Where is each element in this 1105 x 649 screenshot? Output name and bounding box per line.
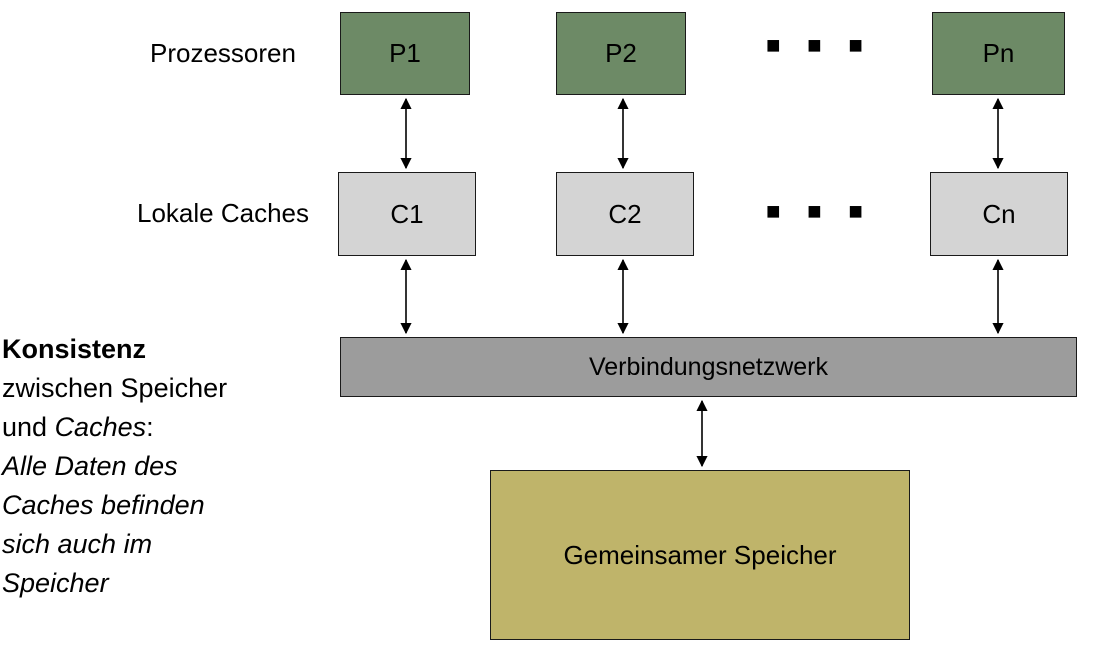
processor-box-pn: Pn: [932, 12, 1065, 95]
processor-box-p1: P1: [340, 12, 470, 95]
consistency-note: Konsistenz zwischen Speicher und Caches:…: [2, 330, 227, 603]
cache-box-c1: C1: [338, 172, 476, 256]
consistency-note-line7: Speicher: [2, 568, 109, 598]
consistency-note-line6: sich auch im: [2, 529, 153, 559]
interconnection-network-bar: Verbindungsnetzwerk: [340, 337, 1077, 397]
consistency-note-line3-pre: und: [2, 412, 55, 442]
consistency-note-title: Konsistenz: [2, 334, 147, 364]
consistency-note-line3: und Caches:: [2, 408, 227, 447]
caches-ellipsis-dots: ■ ■ ■: [766, 198, 873, 225]
caches-row-label: Lokale Caches: [137, 198, 309, 228]
consistency-note-line5: Caches befinden: [2, 490, 205, 520]
processors-ellipsis-dots: ■ ■ ■: [766, 32, 873, 59]
consistency-note-line3-post: :: [146, 412, 154, 442]
consistency-note-line3-italic: Caches: [54, 412, 147, 442]
processors-row-label: Prozessoren: [150, 38, 296, 68]
cache-box-cn: Cn: [930, 172, 1068, 256]
cache-box-c2: C2: [556, 172, 694, 256]
consistency-note-line4: Alle Daten des: [2, 451, 178, 481]
consistency-note-line2: zwischen Speicher: [2, 373, 228, 403]
processor-box-p2: P2: [556, 12, 686, 95]
shared-memory-box: Gemeinsamer Speicher: [490, 470, 910, 640]
